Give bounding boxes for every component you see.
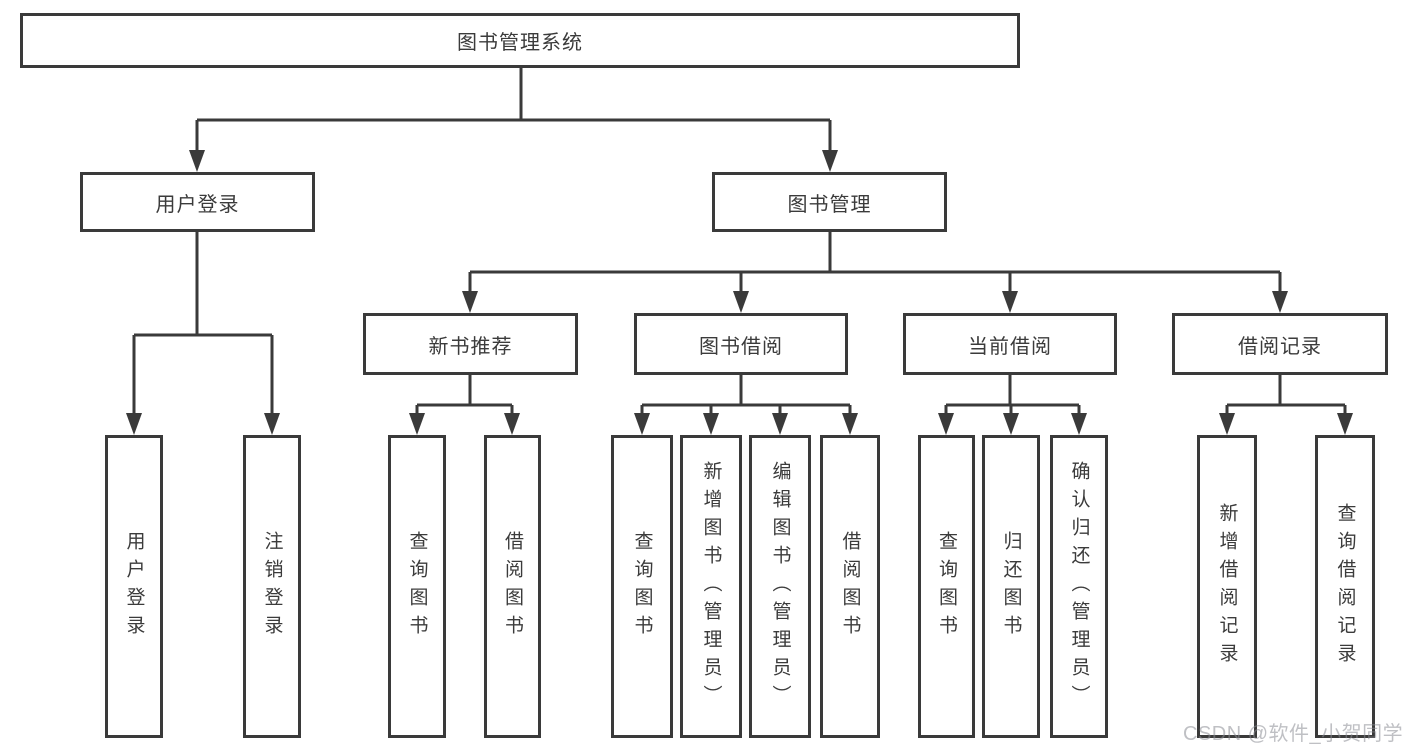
leaf-add-book-admin-label: 新增图书（管理员） — [700, 460, 722, 713]
leaf-query-book-borrow-label: 查询图书 — [631, 530, 653, 643]
arrowhead-down-icon — [189, 150, 205, 172]
node-book-borrow: 图书借阅 — [634, 313, 848, 375]
leaf-add-borrow-record: 新增借阅记录 — [1197, 435, 1257, 738]
arrowhead-down-icon — [126, 413, 142, 435]
leaf-confirm-return-admin-label: 确认归还（管理员） — [1068, 460, 1090, 713]
leaf-add-borrow-record-label: 新增借阅记录 — [1216, 502, 1238, 671]
leaf-edit-book-admin: 编辑图书（管理员） — [749, 435, 811, 738]
leaf-return-book: 归还图书 — [982, 435, 1040, 738]
leaf-query-book-current: 查询图书 — [918, 435, 975, 738]
node-book-borrow-label: 图书借阅 — [699, 335, 783, 358]
arrowhead-down-icon — [504, 413, 520, 435]
node-current-borrow-label: 当前借阅 — [968, 335, 1052, 358]
leaf-query-book-recommend-label: 查询图书 — [406, 530, 428, 643]
leaf-query-borrow-record: 查询借阅记录 — [1315, 435, 1375, 738]
leaf-logout: 注销登录 — [243, 435, 301, 738]
arrowhead-down-icon — [1003, 413, 1019, 435]
arrowhead-down-icon — [1071, 413, 1087, 435]
arrowhead-down-icon — [822, 150, 838, 172]
arrowhead-down-icon — [1272, 291, 1288, 313]
node-book-management-label: 图书管理 — [787, 193, 872, 216]
arrowhead-down-icon — [733, 291, 749, 313]
leaf-user-login-label: 用户登录 — [123, 530, 145, 643]
arrowhead-down-icon — [264, 413, 280, 435]
arrowhead-down-icon — [772, 413, 788, 435]
arrowhead-down-icon — [1337, 413, 1353, 435]
leaf-confirm-return-admin: 确认归还（管理员） — [1050, 435, 1108, 738]
leaf-user-login: 用户登录 — [105, 435, 163, 738]
arrowhead-down-icon — [703, 413, 719, 435]
leaf-query-book-borrow: 查询图书 — [611, 435, 673, 738]
leaf-borrow-book-recommend-label: 借阅图书 — [502, 530, 523, 643]
leaf-edit-book-admin-label: 编辑图书（管理员） — [769, 460, 791, 713]
arrowhead-down-icon — [1219, 413, 1235, 435]
node-borrow-records: 借阅记录 — [1172, 313, 1388, 375]
arrowhead-down-icon — [1002, 291, 1018, 313]
node-user-login: 用户登录 — [80, 172, 315, 232]
arrowhead-down-icon — [634, 413, 650, 435]
node-book-management: 图书管理 — [712, 172, 947, 232]
node-user-login-label: 用户登录 — [155, 193, 240, 216]
leaf-borrow-book-label: 借阅图书 — [839, 530, 861, 643]
csdn-watermark: CSDN @软件_小贺同学 — [1183, 723, 1404, 745]
leaf-borrow-book: 借阅图书 — [820, 435, 880, 738]
node-root: 图书管理系统 — [20, 13, 1020, 68]
arrowhead-down-icon — [938, 413, 954, 435]
leaf-return-book-label: 归还图书 — [1000, 530, 1022, 643]
node-new-book-recommend-label: 新书推荐 — [428, 335, 513, 358]
arrowhead-down-icon — [462, 291, 478, 313]
leaf-borrow-book-recommend: 借阅图书 — [484, 435, 541, 738]
leaf-logout-label: 注销登录 — [261, 530, 283, 643]
leaf-query-borrow-record-label: 查询借阅记录 — [1334, 502, 1356, 671]
node-current-borrow: 当前借阅 — [903, 313, 1117, 375]
leaf-query-book-current-label: 查询图书 — [936, 530, 957, 643]
arrowhead-down-icon — [842, 413, 858, 435]
node-borrow-records-label: 借阅记录 — [1238, 335, 1322, 358]
arrowhead-down-icon — [409, 413, 425, 435]
leaf-query-book-recommend: 查询图书 — [388, 435, 446, 738]
leaf-add-book-admin: 新增图书（管理员） — [680, 435, 742, 738]
node-new-book-recommend: 新书推荐 — [363, 313, 578, 375]
node-root-label: 图书管理系统 — [457, 32, 583, 54]
